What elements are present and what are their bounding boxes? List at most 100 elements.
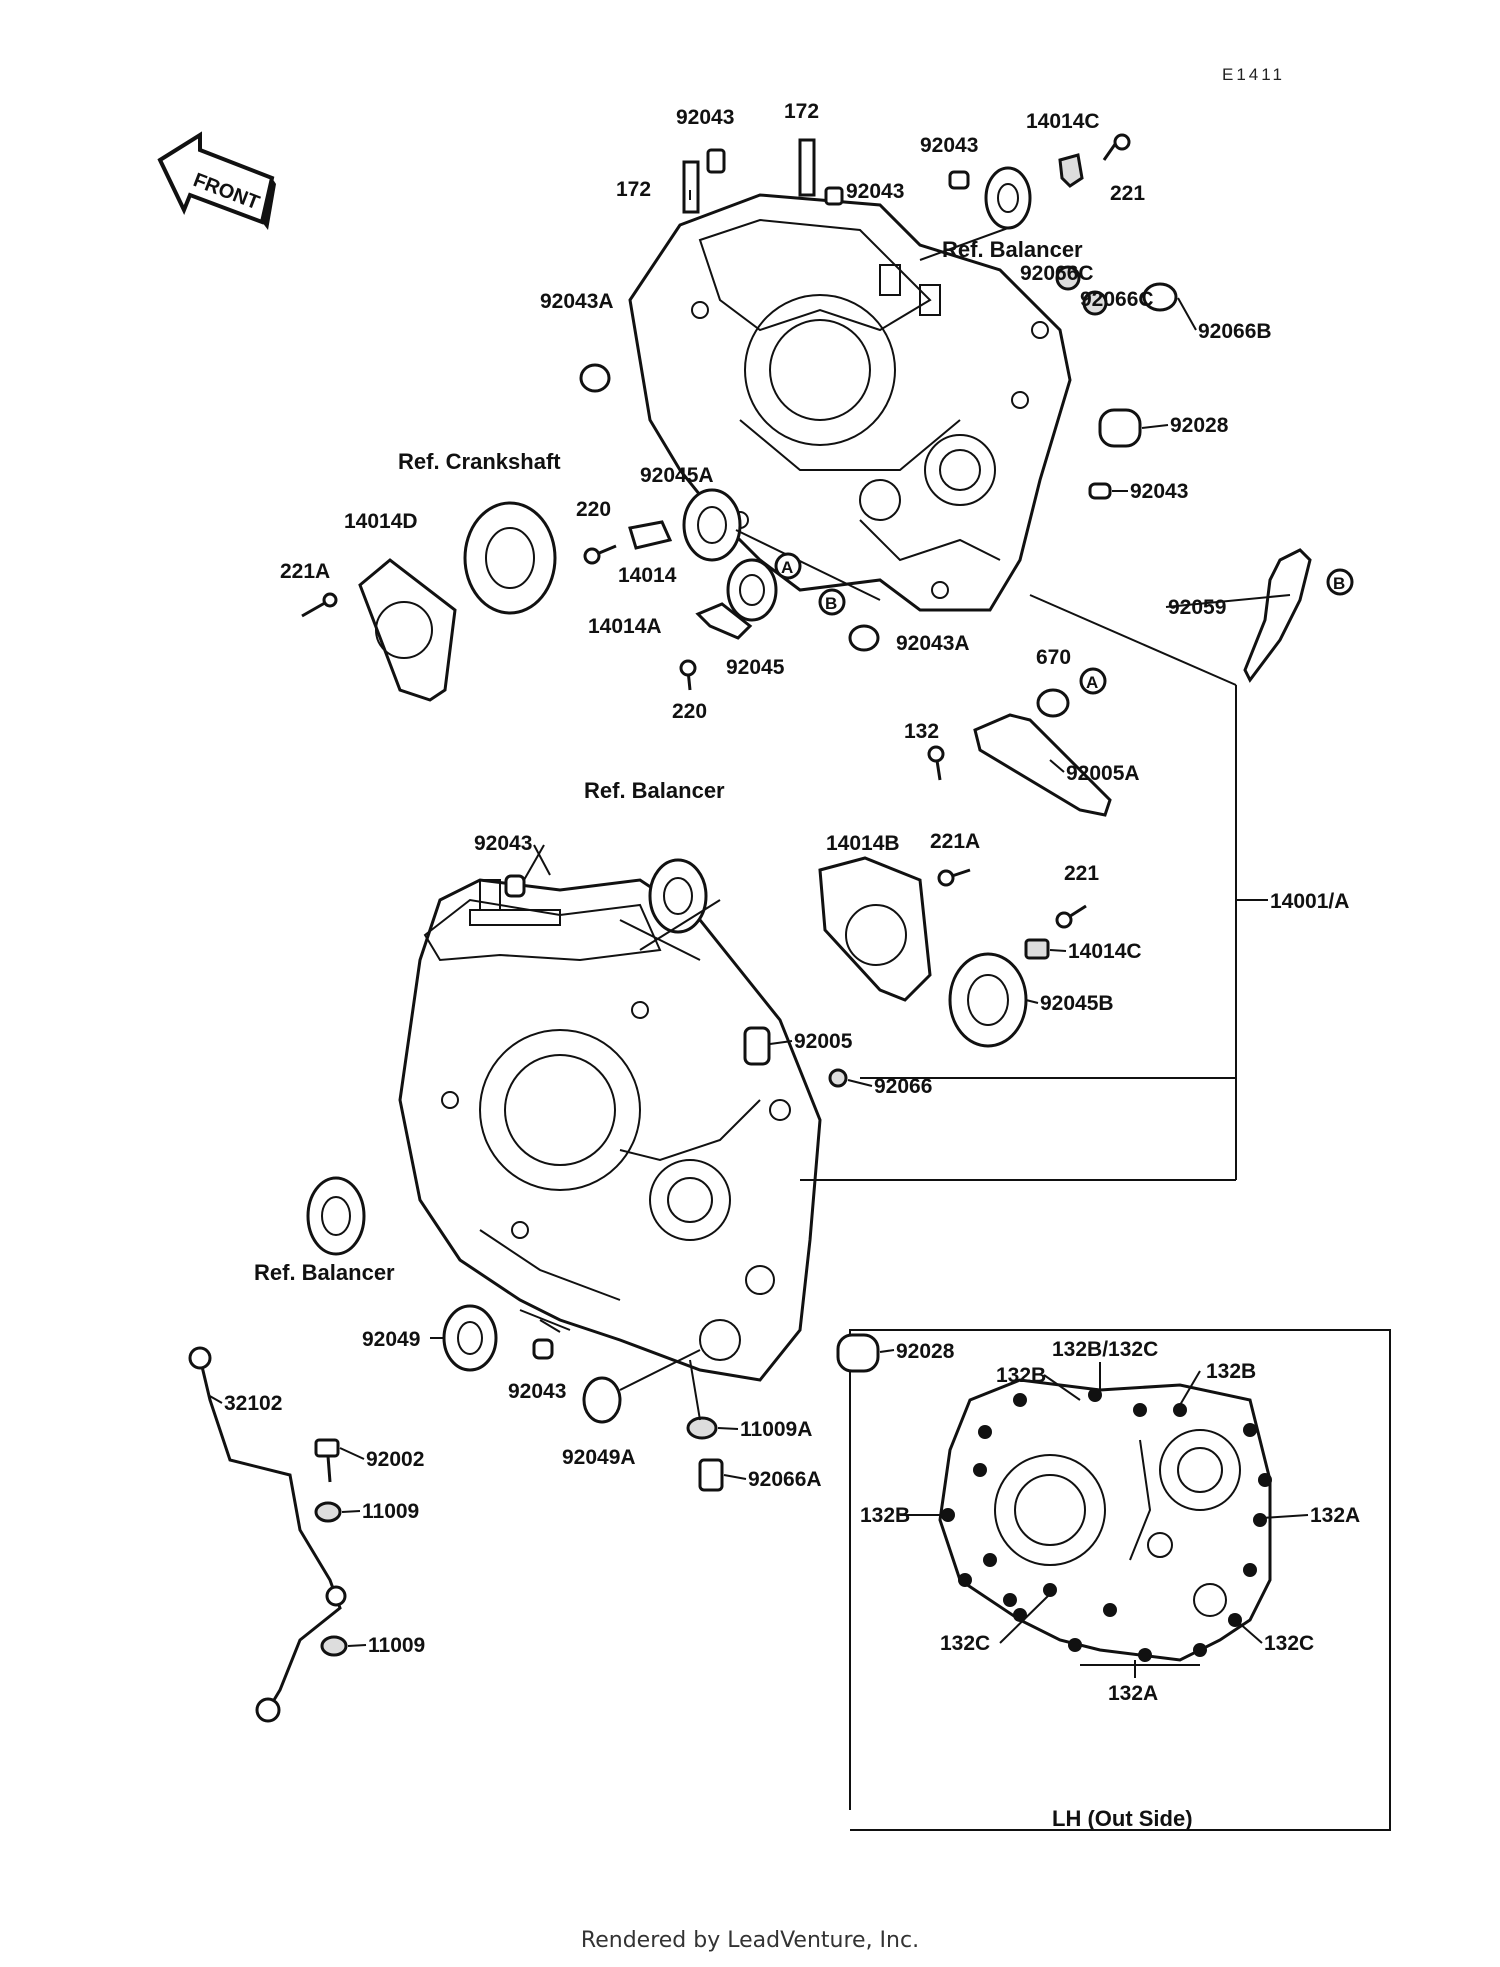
plate-icon <box>1058 153 1084 188</box>
part-label: 11009 <box>368 1634 425 1657</box>
part-label: 132B <box>860 1504 910 1527</box>
dowel-pin-icon <box>824 186 844 206</box>
seal-icon <box>582 1376 622 1424</box>
collar-icon <box>579 363 611 393</box>
dowel-pin-icon <box>706 148 726 174</box>
part-label: 92043 <box>676 106 734 129</box>
part-label: 92049 <box>362 1328 420 1351</box>
dowel-pin-icon <box>743 1026 771 1066</box>
seal-icon <box>1055 265 1081 291</box>
part-label: 92059 <box>1168 596 1226 619</box>
washer-icon <box>686 1416 718 1440</box>
part-label: 14014C <box>1026 110 1100 133</box>
collar-icon <box>836 1333 880 1373</box>
plate-icon <box>1024 938 1050 960</box>
part-label: 92043 <box>508 1380 566 1403</box>
seal-icon <box>442 1304 498 1372</box>
part-label: 92002 <box>366 1448 424 1471</box>
part-label: 132A <box>1310 1504 1360 1527</box>
part-label: 92066 <box>874 1075 932 1098</box>
part-label: 92045A <box>640 464 714 487</box>
collar-icon <box>1098 408 1142 448</box>
bolt-icon <box>937 868 971 887</box>
bearing-icon <box>648 858 708 934</box>
part-label: 92066A <box>748 1468 822 1491</box>
stud-icon <box>682 160 700 214</box>
bolt-icon <box>1055 904 1087 929</box>
part-label: 14014B <box>826 832 900 855</box>
part-label: 92028 <box>1170 414 1229 437</box>
part-label: 92005A <box>1066 762 1140 785</box>
inset-crankcase <box>938 1378 1272 1662</box>
part-label: 132B <box>1206 1360 1256 1383</box>
dowel-pin-icon <box>504 874 526 898</box>
svg-text:A: A <box>1086 673 1098 692</box>
part-label: 92043A <box>896 632 970 655</box>
lower-crankcase-half <box>398 878 822 1382</box>
washer-icon <box>314 1501 342 1523</box>
part-label: 221A <box>930 830 980 853</box>
part-label: 172 <box>616 178 651 201</box>
leader-lines <box>519 190 1268 1421</box>
bolt-icon <box>927 745 945 781</box>
part-label: 92028 <box>896 1340 955 1363</box>
cap-icon <box>1142 282 1178 312</box>
part-label: 92045B <box>1040 992 1114 1015</box>
part-label: 92045 <box>726 656 785 679</box>
seal-icon <box>828 1068 848 1088</box>
plate-icon <box>628 520 673 550</box>
seal-icon <box>1082 290 1108 316</box>
part-label: 92066C <box>1020 262 1094 285</box>
bearing-icon <box>984 166 1032 230</box>
part-label: 221 <box>1110 182 1145 205</box>
part-label: 92043A <box>540 290 614 313</box>
bearing-icon <box>726 558 778 622</box>
bearing-icon <box>306 1176 366 1256</box>
part-label: 92066C <box>1080 288 1154 311</box>
breather-hose-icon <box>1243 548 1312 683</box>
part-label: 14014A <box>588 615 662 638</box>
part-label: 670 <box>1036 646 1071 669</box>
o-ring-icon <box>1036 688 1070 718</box>
callout-a: A <box>774 552 802 580</box>
part-label: 14014C <box>1068 940 1142 963</box>
plate-icon <box>695 602 753 640</box>
inset-caption: LH (Out Side) <box>1052 1806 1193 1831</box>
bearing-icon <box>463 501 557 615</box>
callout-b: B <box>1326 568 1354 596</box>
part-label: 14014D <box>344 510 418 533</box>
bolt-icon <box>583 544 617 565</box>
part-label: Ref. Balancer <box>942 237 1083 262</box>
plug-icon <box>698 1458 724 1492</box>
part-label: 221 <box>1064 862 1099 885</box>
oil-pipe-icon <box>188 1346 347 1723</box>
svg-text:B: B <box>1333 574 1345 593</box>
inset-frame <box>849 1329 1391 1831</box>
part-label: 14014 <box>618 564 677 587</box>
part-labels: 92043 172 172 92043 92043 14014C 221 Ref… <box>224 100 1360 1705</box>
part-label: 32102 <box>224 1392 282 1415</box>
part-label: 132B/132C <box>1052 1338 1158 1361</box>
part-label: 11009 <box>362 1500 419 1523</box>
part-label: 92049A <box>562 1446 636 1469</box>
part-label: 14001/A <box>1270 890 1349 913</box>
part-label: 132C <box>940 1632 990 1655</box>
svg-text:A: A <box>781 558 793 577</box>
part-label: 92043 <box>474 832 532 855</box>
footer-credit: Rendered by LeadVenture, Inc. <box>580 1928 920 1953</box>
part-label: Ref. Crankshaft <box>398 449 561 474</box>
part-label: 132A <box>1108 1682 1158 1705</box>
callout-a: A <box>1079 667 1107 695</box>
part-label: 92043 <box>1130 480 1188 503</box>
front-arrow-icon: FRONT <box>157 131 276 230</box>
upper-crankcase-half <box>628 193 1072 612</box>
stud-icon <box>798 138 816 197</box>
bolt-icon <box>314 1438 340 1483</box>
part-label: 221A <box>280 560 330 583</box>
part-label: 132 <box>904 720 939 743</box>
dowel-pin-icon <box>1088 482 1112 500</box>
part-label: 92043 <box>920 134 978 157</box>
bearing-icon <box>682 488 742 562</box>
